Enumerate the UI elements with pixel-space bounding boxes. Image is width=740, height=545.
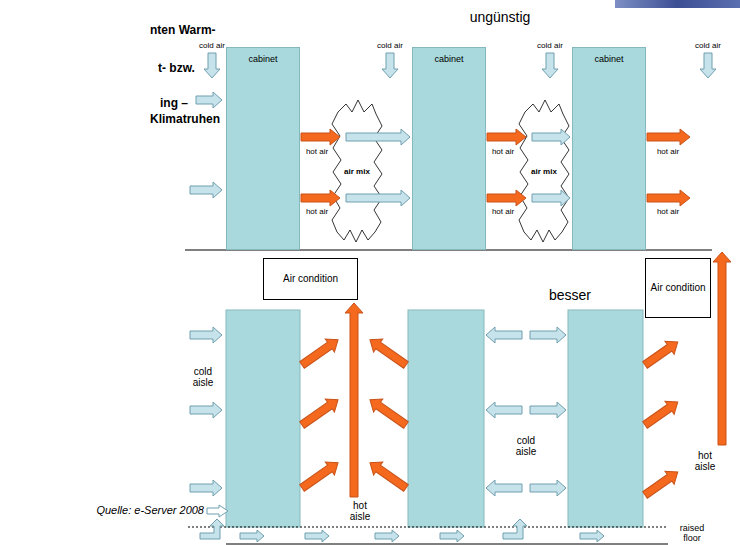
air-condition-box: Air condition	[645, 258, 711, 318]
slide-text: t- bzw.	[158, 62, 195, 75]
banner-strip	[615, 0, 740, 8]
floor-air-arrow	[503, 519, 527, 539]
cold-air-arrow	[190, 480, 222, 496]
variant-title: besser	[549, 288, 591, 303]
hot-air-arrow	[297, 456, 342, 494]
hot-air-label: hot air	[657, 148, 679, 157]
hot-air-arrow	[647, 190, 690, 206]
cold-air-arrow	[530, 402, 566, 418]
cold-air-arrow	[190, 182, 222, 198]
hot-air-arrow	[365, 456, 410, 494]
cold-air-arrow	[190, 327, 222, 343]
cold-aisle-label: cold aisle	[188, 366, 218, 388]
slide-text: nten Warm-	[150, 24, 216, 37]
air-mix-burst	[332, 100, 382, 242]
hot-air-arrow	[365, 393, 410, 431]
floor-air-arrow	[305, 530, 329, 542]
cold-aisle-label: cold aisle	[511, 435, 541, 457]
hot-air-arrow	[647, 129, 690, 145]
floor-line	[226, 544, 668, 545]
hot-air-label: hot air	[306, 148, 328, 157]
cold-air-arrow	[196, 92, 222, 108]
hot-air-label: hot air	[492, 208, 514, 217]
box-label: Air condition	[650, 282, 705, 294]
box-label: cabinet	[434, 54, 463, 64]
floor-air-arrow	[375, 530, 399, 542]
cold-air-arrow	[346, 129, 410, 145]
box-label: Air condition	[283, 273, 338, 285]
hot-air-rising-arrow	[345, 303, 363, 497]
cold-air-arrow	[486, 327, 522, 343]
floor-air-arrow	[240, 530, 264, 542]
air-condition-box: Air condition	[263, 258, 358, 300]
cold-air-arrow	[486, 480, 522, 496]
cabinet-shape	[408, 310, 484, 527]
hot-aisle-label: hot aisle	[345, 500, 375, 522]
box-label: cabinet	[594, 54, 623, 64]
variant-title: ungünstig	[470, 10, 531, 25]
hot-air-label: hot air	[657, 208, 679, 217]
hot-air-label: hot air	[492, 148, 514, 157]
hot-air-rising-arrow	[713, 252, 731, 445]
floor-air-arrow	[440, 530, 464, 542]
cabinet-shape	[568, 310, 643, 527]
hot-air-arrow	[365, 333, 410, 371]
hot-air-arrow	[640, 336, 682, 372]
hot-air-arrow	[640, 396, 682, 432]
hot-air-arrow	[487, 190, 526, 206]
cold-air-arrow	[346, 190, 410, 206]
cold-air-label: cold air	[537, 42, 563, 51]
source-pointer	[207, 505, 228, 517]
cold-air-arrow	[542, 53, 558, 78]
cabinet-box: cabinet	[226, 47, 300, 250]
hot-air-label: hot air	[306, 208, 328, 217]
raised-floor-label: raised floor	[676, 524, 708, 544]
air-mix-burst	[519, 100, 569, 242]
source-note: Quelle: e-Server 2008	[96, 504, 204, 516]
floor-air-arrow	[200, 519, 224, 539]
hot-air-arrow	[487, 129, 526, 145]
cold-air-label: cold air	[199, 42, 225, 51]
air-mix-label: air mix	[344, 168, 370, 177]
cold-air-arrow	[204, 53, 220, 78]
cold-air-arrow	[530, 327, 566, 343]
hot-aisle-label: hot aisle	[690, 450, 720, 472]
cold-air-arrow	[486, 402, 522, 418]
cabinet-shape	[226, 310, 300, 527]
cold-air-label: cold air	[695, 42, 721, 51]
hot-air-arrow	[301, 129, 340, 145]
hot-air-arrow	[301, 190, 340, 206]
cold-air-arrow	[530, 480, 566, 496]
cold-air-arrow	[532, 129, 570, 145]
hot-air-arrow	[640, 466, 682, 502]
floor-air-arrow	[580, 530, 604, 542]
raised-floor-line	[188, 527, 668, 528]
cabinet-box: cabinet	[412, 47, 486, 250]
cold-air-arrow	[532, 190, 570, 206]
cold-air-arrow	[382, 53, 398, 78]
hot-air-arrow	[297, 333, 342, 371]
cold-air-arrow	[700, 53, 716, 78]
slide-text: ing –	[160, 97, 188, 110]
cold-air-label: cold air	[377, 42, 403, 51]
cold-air-arrow	[190, 402, 222, 418]
air-mix-label: air mix	[531, 168, 557, 177]
box-label: cabinet	[248, 54, 277, 64]
cabinet-box: cabinet	[572, 47, 646, 250]
hot-air-arrow	[297, 393, 342, 431]
slide-text: Klimatruhen	[150, 113, 220, 126]
